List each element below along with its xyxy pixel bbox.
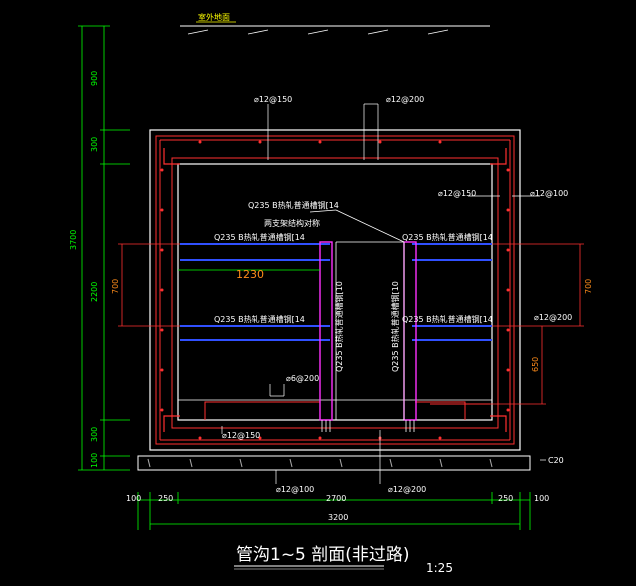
steel-beam-mid-left-label: Q235 B热轧普通槽钢[14 xyxy=(214,314,305,324)
rebar-right-outer-label: ⌀12@100 xyxy=(530,189,568,198)
ground-label: 室外地面 xyxy=(198,12,230,22)
steel-note-line2: 两支架结构对称 xyxy=(264,218,320,228)
dim-bottom-total: 3200 xyxy=(328,513,348,522)
dim-right-650: 650 xyxy=(531,357,540,372)
rebar-top-left-label: ⌀12@150 xyxy=(254,95,292,104)
corner-bars xyxy=(163,148,507,432)
dim-left-2200: 2200 xyxy=(90,282,99,302)
leader-lines xyxy=(221,103,546,484)
steel-post-left-label: Q235 B热轧普通槽钢[10 xyxy=(334,281,344,372)
dimension-lines xyxy=(78,25,531,530)
steel-beam-top-right-label: Q235 B热轧普通槽钢[14 xyxy=(402,232,493,242)
dim-bottom-250-right: 250 xyxy=(498,494,513,503)
ground-surface: 室外地面 xyxy=(180,12,490,35)
rebar-dots xyxy=(160,140,510,440)
dim-left-100: 100 xyxy=(90,453,99,468)
inner-dimension-lines xyxy=(118,243,584,405)
rebar-bottom-left-label: ⌀12@100 xyxy=(276,485,314,494)
dim-bottom-100-left: 100 xyxy=(126,494,141,503)
dim-inner-left-700: 700 xyxy=(111,279,120,294)
center-pipe-outline xyxy=(335,209,405,421)
dim-left-total: 3700 xyxy=(69,230,78,250)
steel-post-right-label: Q235 B热轧普通槽钢[10 xyxy=(390,281,400,372)
drawing-title: 管沟1~5 剖面(非过路) xyxy=(236,545,410,565)
anchor-bolts xyxy=(321,420,415,432)
drawing-scale: 1:25 xyxy=(426,561,453,575)
rebar-top-right-label: ⌀12@200 xyxy=(386,95,424,104)
steel-note-line1: Q235 B热轧普通槽钢[14 xyxy=(248,200,339,210)
dim-left-300-bot: 300 xyxy=(90,427,99,442)
dim-left-900: 900 xyxy=(90,71,99,86)
dim-span-1230: 1230 xyxy=(236,268,264,281)
dim-left-300-top: 300 xyxy=(90,137,99,152)
steel-beam-top-left-label: Q235 B热轧普通槽钢[14 xyxy=(214,232,305,242)
rebar-right-mid-label: ⌀12@200 xyxy=(534,313,572,322)
dim-bottom-2700: 2700 xyxy=(326,494,346,503)
steel-beam-mid-right-label: Q235 B热轧普通槽钢[14 xyxy=(402,314,493,324)
dim-bottom-100-right: 100 xyxy=(534,494,549,503)
rebar-cage xyxy=(155,135,515,445)
rebar-bottom-right-label: ⌀12@200 xyxy=(388,485,426,494)
rebar-bottom-inner-label: ⌀12@150 xyxy=(222,431,260,440)
rebar-haunch-label: ⌀6@200 xyxy=(286,374,319,383)
concrete-box xyxy=(149,129,521,451)
steel-beams xyxy=(180,243,492,341)
rebar-right-inner-label: ⌀12@150 xyxy=(438,189,476,198)
base-slab xyxy=(137,455,531,471)
concrete-grade-label: C20 xyxy=(548,456,564,465)
dim-bottom-250-left: 250 xyxy=(158,494,173,503)
dim-inner-right-700: 700 xyxy=(584,279,593,294)
